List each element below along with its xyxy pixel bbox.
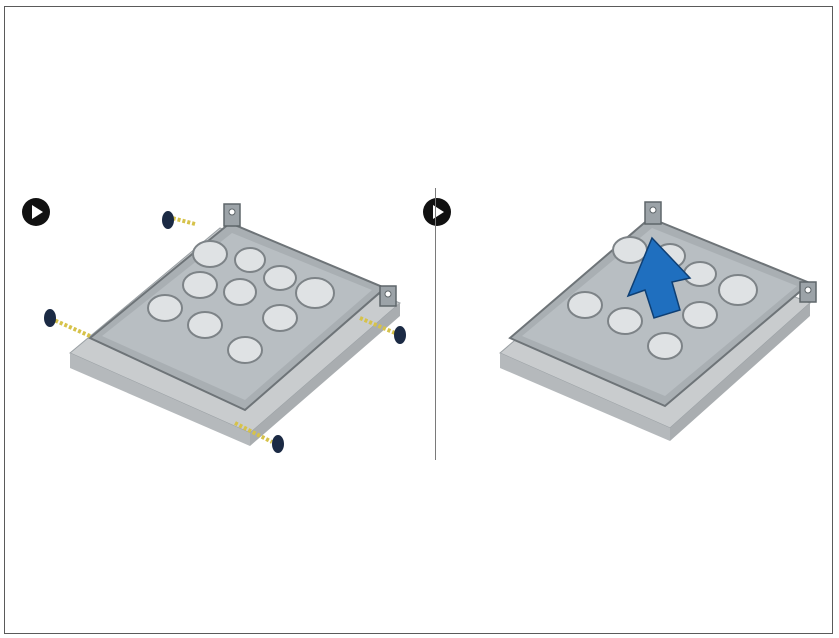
screw-icon [44, 309, 90, 336]
step-2-illustration [440, 178, 835, 468]
screw-icon [162, 211, 195, 229]
hard-drive-bracket-screws-illustration [10, 178, 430, 468]
step-1-illustration [10, 178, 430, 468]
hard-drive-bracket-lift-illustration [440, 178, 835, 468]
panel-divider [435, 188, 436, 460]
